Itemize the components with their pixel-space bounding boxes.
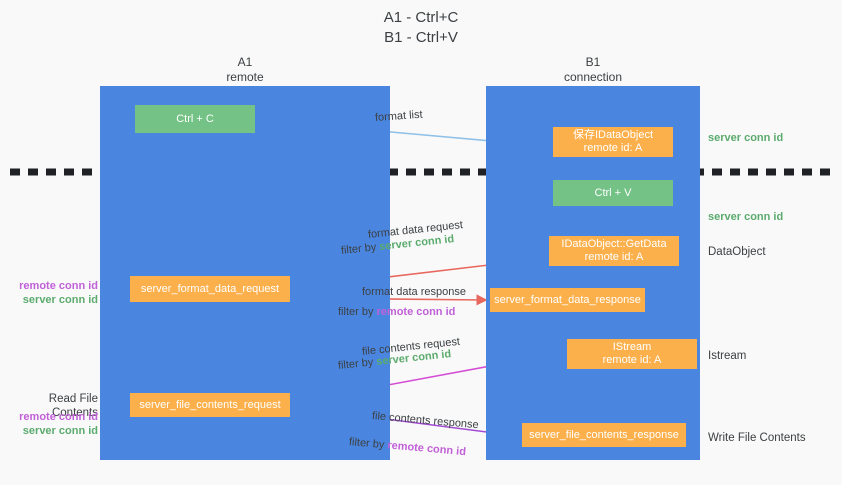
label-conn-ids-format: remote conn id server conn id <box>8 279 98 307</box>
column-header-b1: B1 connection <box>486 55 700 85</box>
flow-label-format-data-response: format data response <box>362 286 466 298</box>
column-a1-role: remote <box>226 70 264 84</box>
filter-value-remote-conn-id: remote conn id <box>376 306 456 318</box>
box-server-file-contents-response-label: server_file_contents_response <box>529 428 679 441</box>
box-istream-line1: IStream <box>612 341 652 353</box>
box-server-file-contents-response[interactable]: server_file_contents_response <box>522 423 686 447</box>
box-server-format-data-response[interactable]: server_format_data_response <box>490 288 645 312</box>
box-ctrl-v-label: Ctrl + V <box>594 186 632 199</box>
label-server-conn-id-top: server conn id <box>708 132 784 144</box>
box-server-file-contents-request-label: server_file_contents_request <box>139 398 281 411</box>
box-ctrl-v[interactable]: Ctrl + V <box>553 180 673 206</box>
filter-prefix: filter by <box>337 356 377 372</box>
box-server-file-contents-request[interactable]: server_file_contents_request <box>130 393 290 417</box>
label-conn-ids-file: remote conn id server conn id <box>8 410 98 438</box>
column-b1-name: B1 <box>585 55 601 69</box>
label-server-conn-id-2: server conn id <box>22 425 98 437</box>
label-dataobject: DataObject <box>708 246 766 258</box>
column-header-a1: A1 remote <box>100 55 390 85</box>
box-copy-dataobject[interactable]: 保存IDataObject remote id: A <box>553 127 673 157</box>
box-copy-dataobject-line2: remote id: A <box>583 142 643 154</box>
column-b1-role: connection <box>563 70 623 84</box>
box-server-format-data-request-label: server_format_data_request <box>140 282 280 295</box>
box-ctrl-c-label: Ctrl + C <box>176 112 214 125</box>
title-line-2: B1 - Ctrl+V <box>384 29 458 46</box>
title-line-1: A1 - Ctrl+C <box>383 9 459 26</box>
label-read-file-contents: Read File Contents <box>48 393 98 419</box>
box-getdata-line1: IDataObject::GetData <box>561 238 667 250</box>
column-a1-name: A1 <box>237 55 253 69</box>
filter-prefix: filter by <box>338 306 377 318</box>
diagram-title: A1 - Ctrl+C B1 - Ctrl+V <box>0 8 842 48</box>
label-remote-conn-id-2: remote conn id <box>19 411 98 423</box>
box-getdata-line2: remote id: A <box>584 251 644 263</box>
label-write-file-contents: Write File Contents <box>708 432 806 444</box>
box-ctrl-c[interactable]: Ctrl + C <box>135 105 255 133</box>
box-server-format-data-request[interactable]: server_format_data_request <box>130 276 290 302</box>
box-istream-line2: remote id: A <box>602 354 662 366</box>
box-istream[interactable]: IStream remote id: A <box>567 339 697 369</box>
label-istream: Istream <box>708 350 747 362</box>
label-server-conn-id-mid: server conn id <box>708 211 784 223</box>
filter-prefix: filter by <box>348 436 388 452</box>
filter-prefix: filter by <box>340 241 380 257</box>
flow-label-format-data-response-filter: filter by remote conn id <box>338 305 455 319</box>
label-server-conn-id-1: server conn id <box>22 294 98 306</box>
box-idataobject-getdata[interactable]: IDataObject::GetData remote id: A <box>549 236 679 266</box>
box-server-format-data-response-label: server_format_data_response <box>494 293 641 306</box>
label-remote-conn-id-1: remote conn id <box>19 280 98 292</box>
box-copy-dataobject-line1: 保存IDataObject <box>572 129 654 141</box>
